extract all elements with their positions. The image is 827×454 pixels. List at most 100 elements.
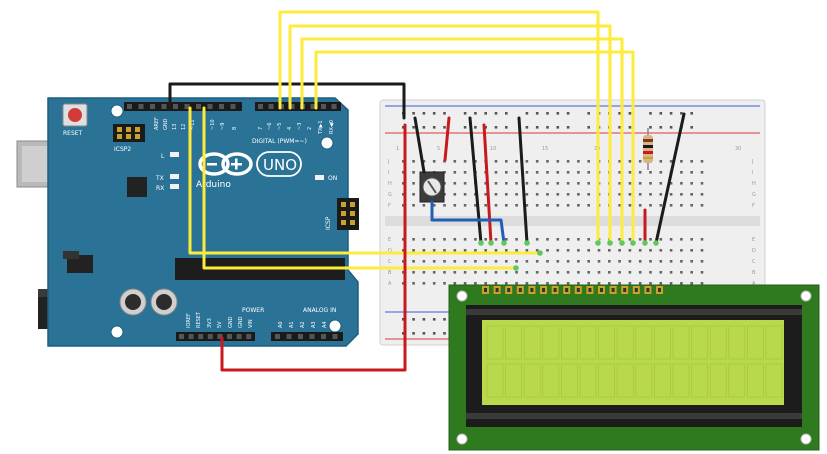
bb-row-letter-right: I bbox=[752, 170, 753, 176]
bb-col-label-5: 5 bbox=[437, 146, 440, 152]
jumper-black-2 bbox=[468, 116, 483, 245]
power-label: POWER bbox=[242, 307, 264, 314]
icsp-header bbox=[337, 198, 359, 230]
led-rx bbox=[170, 184, 179, 189]
usb-chip bbox=[127, 177, 147, 197]
arduino-logo: UNO Arduino bbox=[196, 151, 302, 190]
bb-col-label-30: 30 bbox=[735, 146, 741, 152]
lcd-16x2-module bbox=[448, 284, 820, 451]
led-l bbox=[170, 152, 179, 157]
bb-row-letter-left: H bbox=[388, 181, 392, 187]
bb-row-letter-right: A bbox=[752, 281, 756, 287]
bb-row-letter-left: C bbox=[388, 259, 392, 265]
wire-lcd-rs bbox=[188, 106, 542, 255]
pin-label-ioref: IOREF bbox=[186, 313, 192, 328]
pin-label-3v3: 3V3 bbox=[207, 318, 213, 328]
wire-lcd-en bbox=[202, 106, 518, 270]
bb-row-letter-left: A bbox=[388, 281, 392, 287]
bb-row-letter-left: E bbox=[388, 237, 391, 243]
jumper-red-1 bbox=[443, 116, 451, 162]
pin-label-11: ~11 bbox=[190, 119, 196, 130]
pin-label-a5: A5 bbox=[333, 321, 339, 328]
wires bbox=[168, 10, 686, 372]
wire-lcd-d4 bbox=[278, 10, 600, 245]
icsp2-label: ICSP2 bbox=[114, 146, 131, 153]
bb-row-letter-left: B bbox=[388, 270, 392, 276]
pin-label-a0: A0 bbox=[278, 321, 284, 328]
pin-label-a4: A4 bbox=[322, 321, 328, 328]
pin-label-vin: VIN bbox=[248, 319, 254, 328]
wire-endpoints bbox=[478, 240, 659, 271]
icsp-label: ICSP bbox=[325, 216, 332, 230]
bb-row-letter-right: B bbox=[752, 270, 756, 276]
voltage-regulator bbox=[67, 255, 93, 273]
jumper-black-1 bbox=[413, 116, 426, 174]
bb-row-letter-right: J bbox=[751, 159, 753, 165]
pin-label-4: 4 bbox=[287, 127, 293, 130]
pin-label-gnd2: GND bbox=[238, 316, 244, 328]
pin-label-6: ~6 bbox=[267, 123, 273, 130]
digital-header bbox=[124, 102, 341, 111]
pin-label-reset: RESET bbox=[196, 311, 202, 328]
wire-lcd-d7 bbox=[314, 50, 635, 245]
bb-col-label-15: 15 bbox=[542, 146, 548, 152]
power-header bbox=[176, 332, 343, 341]
wire-5v bbox=[220, 123, 407, 372]
resistor bbox=[643, 128, 653, 170]
digital-label: DIGITAL (PWM=~) bbox=[252, 138, 307, 145]
model-label: UNO bbox=[263, 156, 297, 174]
pin-label-7: 7 bbox=[258, 127, 264, 130]
bb-row-letter-right: C bbox=[752, 259, 756, 265]
lcd-header-pins bbox=[482, 286, 663, 294]
pin-label-5v: 5V bbox=[217, 321, 223, 328]
pin-label-gnd: GND bbox=[163, 118, 169, 130]
analog-label: ANALOG IN bbox=[303, 307, 336, 314]
bb-row-letter-left: D bbox=[388, 248, 392, 254]
bb-row-letter-right: D bbox=[752, 248, 756, 254]
arduino-uno-board: RESET ICSP2 DIGITAL (PWM=~) AREF GND 13 … bbox=[16, 97, 359, 347]
pin-label-0: RX◀0 bbox=[329, 120, 335, 134]
pin-label-gnd1: GND bbox=[228, 316, 234, 328]
led-tx-label: TX bbox=[155, 175, 164, 182]
bb-row-letter-left: I bbox=[388, 170, 389, 176]
pin-label-1: TX▶1 bbox=[318, 120, 324, 135]
bb-row-letter-left: F bbox=[388, 203, 391, 209]
potentiometer bbox=[419, 171, 445, 203]
led-on bbox=[315, 175, 324, 180]
pin-label-12: 12 bbox=[181, 124, 187, 130]
bb-row-letter-left: J bbox=[387, 159, 389, 165]
led-rx-label: RX bbox=[156, 185, 164, 192]
wire-lcd-d6 bbox=[300, 37, 624, 245]
pin-label-5: ~5 bbox=[277, 123, 283, 130]
pin-label-2: 2 bbox=[307, 127, 313, 130]
jumper-black-4 bbox=[654, 112, 686, 245]
pin-label-a1: A1 bbox=[289, 321, 295, 328]
bb-row-letter-right: G bbox=[752, 192, 756, 198]
pin-label-10: ~10 bbox=[210, 119, 216, 130]
bb-row-letter-left: G bbox=[388, 192, 392, 198]
led-l-label: L bbox=[161, 153, 165, 160]
pin-label-3: ~3 bbox=[297, 123, 303, 130]
bb-col-label-10: 10 bbox=[490, 146, 496, 152]
capacitors bbox=[119, 288, 178, 316]
bb-row-letter-right: E bbox=[752, 237, 755, 243]
pin-label-a3: A3 bbox=[311, 321, 317, 328]
jumper-red-2 bbox=[482, 123, 493, 245]
lcd-character-grid bbox=[486, 325, 783, 398]
pin-label-13: 13 bbox=[172, 124, 178, 130]
bb-row-letter-right: F bbox=[752, 203, 755, 209]
jumper-black-3 bbox=[517, 116, 529, 245]
wire-gnd-top bbox=[168, 82, 406, 120]
wire-lcd-d5 bbox=[288, 24, 612, 245]
reset-label: RESET bbox=[63, 130, 83, 137]
on-label: ON bbox=[328, 175, 337, 182]
pin-label-9: ~9 bbox=[220, 123, 226, 130]
bb-col-label-1: 1 bbox=[396, 146, 399, 152]
led-tx bbox=[170, 174, 179, 179]
brand-label: Arduino bbox=[196, 180, 231, 190]
pin-label-aref: AREF bbox=[154, 117, 160, 130]
pin-label-8: 8 bbox=[232, 127, 238, 130]
bb-row-letter-right: H bbox=[752, 181, 756, 187]
